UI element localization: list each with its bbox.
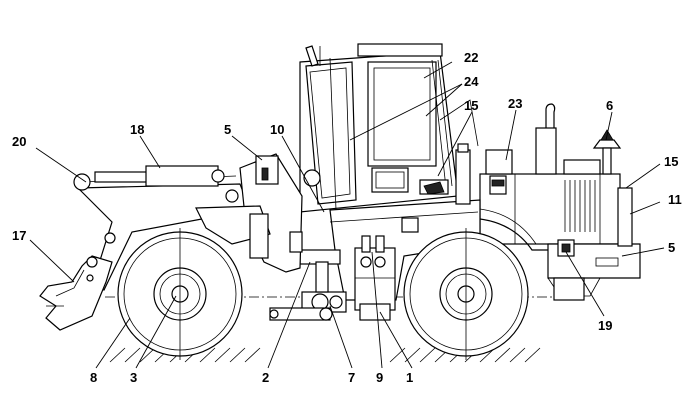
label-18: 18 bbox=[130, 122, 144, 137]
front-wheel bbox=[117, 228, 243, 360]
label-15-right: 15 bbox=[664, 154, 678, 169]
label-24: 24 bbox=[464, 74, 479, 89]
label-9: 9 bbox=[376, 370, 383, 385]
label-8: 8 bbox=[90, 370, 97, 385]
label-6: 6 bbox=[606, 98, 613, 113]
label-20: 20 bbox=[12, 134, 26, 149]
label-5-right: 5 bbox=[668, 240, 675, 255]
bucket bbox=[39, 255, 113, 331]
hood-grille bbox=[564, 180, 596, 232]
label-1: 1 bbox=[406, 370, 413, 385]
operator-cab bbox=[299, 43, 459, 213]
rear-wheel bbox=[403, 228, 529, 360]
lift-cylinder bbox=[94, 165, 225, 187]
front-frame bbox=[195, 153, 303, 273]
transmission-block bbox=[354, 235, 396, 321]
label-11: 11 bbox=[668, 192, 682, 207]
leader-lines bbox=[29, 61, 665, 369]
label-23: 23 bbox=[508, 96, 522, 111]
label-2: 2 bbox=[262, 370, 269, 385]
label-10: 10 bbox=[270, 122, 284, 137]
label-15-top: 15 bbox=[464, 98, 478, 113]
battery-box bbox=[485, 149, 513, 195]
label-5-top: 5 bbox=[224, 122, 231, 137]
cab-rails bbox=[439, 99, 479, 205]
label-19: 19 bbox=[598, 318, 612, 333]
drive-shaft bbox=[269, 249, 347, 321]
label-3: 3 bbox=[130, 370, 137, 385]
label-17: 17 bbox=[12, 228, 26, 243]
label-7: 7 bbox=[348, 370, 355, 385]
side-light bbox=[557, 239, 575, 257]
engine-hood bbox=[479, 103, 621, 245]
label-22: 22 bbox=[464, 50, 478, 65]
